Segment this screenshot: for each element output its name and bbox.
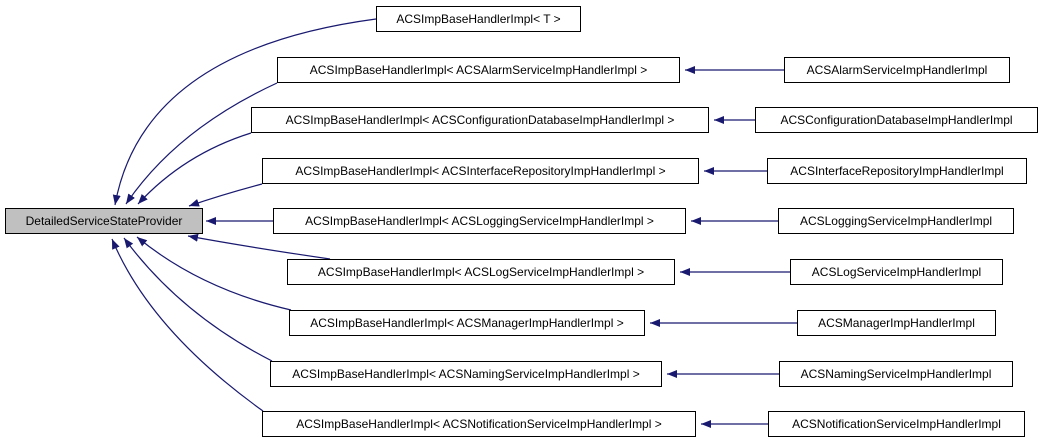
edge-derived-to-base bbox=[112, 18, 377, 206]
edge-derived-to-base bbox=[123, 237, 273, 362]
edge-derived-to-base bbox=[137, 132, 252, 205]
edge-derived-to-base bbox=[136, 236, 292, 311]
node-impl-log-service[interactable]: ACSLogServiceImpHandlerImpl bbox=[790, 259, 1003, 285]
node-instantiation-configuration-database[interactable]: ACSImpBaseHandlerImpl< ACSConfigurationD… bbox=[251, 107, 709, 133]
node-template-base[interactable]: ACSImpBaseHandlerImpl< T > bbox=[376, 6, 581, 32]
node-instantiation-naming-service[interactable]: ACSImpBaseHandlerImpl< ACSNamingServiceI… bbox=[270, 361, 662, 387]
node-impl-interface-repository[interactable]: ACSInterfaceRepositoryImpHandlerImpl bbox=[767, 158, 1027, 184]
node-instantiation-manager[interactable]: ACSImpBaseHandlerImpl< ACSManagerImpHand… bbox=[289, 310, 645, 336]
node-impl-naming-service[interactable]: ACSNamingServiceImpHandlerImpl bbox=[779, 361, 1013, 387]
edge-derived-to-base bbox=[125, 82, 278, 205]
node-instantiation-log-service[interactable]: ACSImpBaseHandlerImpl< ACSLogServiceImpH… bbox=[287, 259, 675, 285]
edge-derived-to-base bbox=[188, 183, 263, 207]
node-instantiation-logging-service[interactable]: ACSImpBaseHandlerImpl< ACSLoggingService… bbox=[273, 208, 686, 234]
node-detailed-service-state-provider: DetailedServiceStateProvider bbox=[5, 208, 203, 234]
node-impl-logging-service[interactable]: ACSLoggingServiceImpHandlerImpl bbox=[778, 208, 1014, 234]
edge-derived-to-base bbox=[187, 233, 331, 260]
node-instantiation-notification-service[interactable]: ACSImpBaseHandlerImpl< ACSNotificationSe… bbox=[262, 411, 696, 437]
edge-derived-to-base bbox=[111, 238, 264, 412]
node-instantiation-interface-repository[interactable]: ACSImpBaseHandlerImpl< ACSInterfaceRepos… bbox=[262, 158, 699, 184]
node-impl-manager[interactable]: ACSManagerImpHandlerImpl bbox=[797, 310, 996, 336]
node-instantiation-alarm-service[interactable]: ACSImpBaseHandlerImpl< ACSAlarmServiceIm… bbox=[277, 57, 680, 83]
node-impl-configuration-database[interactable]: ACSConfigurationDatabaseImpHandlerImpl bbox=[755, 107, 1038, 133]
node-impl-alarm-service[interactable]: ACSAlarmServiceImpHandlerImpl bbox=[784, 57, 1010, 83]
node-impl-notification-service[interactable]: ACSNotificationServiceImpHandlerImpl bbox=[768, 411, 1025, 437]
